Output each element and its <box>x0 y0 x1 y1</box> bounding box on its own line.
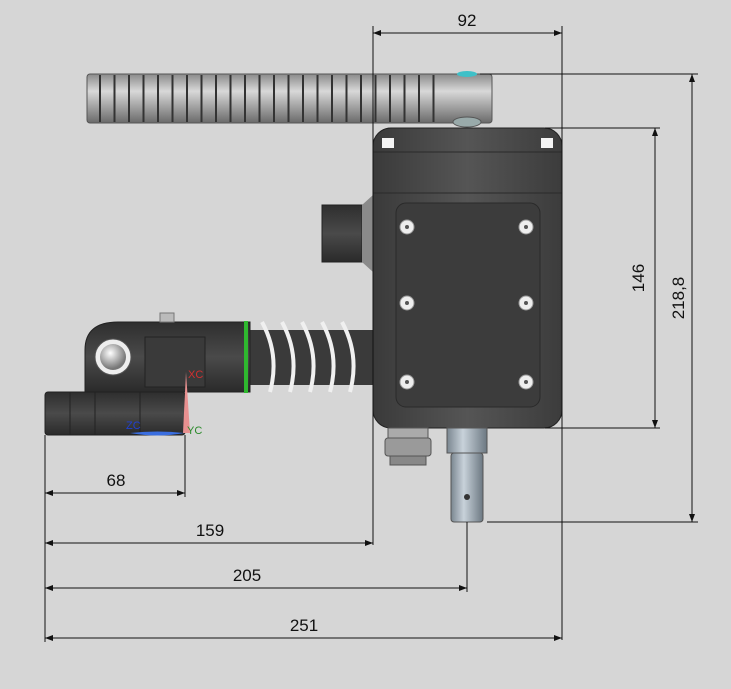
nut <box>384 427 432 466</box>
spring-coil <box>300 321 316 393</box>
axis-label-y: YC <box>187 425 202 437</box>
dim-box-offset: 159 <box>196 521 224 540</box>
dim-top-width: 92 <box>458 11 477 30</box>
spring <box>250 321 373 393</box>
axis-label-x: XC <box>188 369 203 381</box>
green-ring <box>244 321 248 393</box>
spring-coil <box>340 321 356 393</box>
control-box <box>372 127 563 429</box>
dimension-arrows <box>45 30 695 641</box>
mounting-base <box>44 391 186 436</box>
pin <box>446 427 488 523</box>
dim-overall-width: 251 <box>290 616 318 635</box>
dim-overall-height: 218,8 <box>669 277 688 320</box>
side-knob <box>321 195 373 272</box>
axis-label-z: ZC <box>126 420 141 432</box>
handle-bar <box>86 71 493 128</box>
dim-base-offset: 68 <box>107 471 126 490</box>
spring-coil <box>280 321 296 393</box>
dim-pin-offset: 205 <box>233 566 261 585</box>
axis-triad: XC YC ZC <box>126 369 203 437</box>
pivot-arm <box>84 312 251 393</box>
spring-coil <box>260 321 276 393</box>
dim-box-height: 146 <box>629 264 648 292</box>
spring-coil <box>320 321 336 393</box>
dimension-lines <box>44 26 698 642</box>
front-plate <box>395 202 541 408</box>
